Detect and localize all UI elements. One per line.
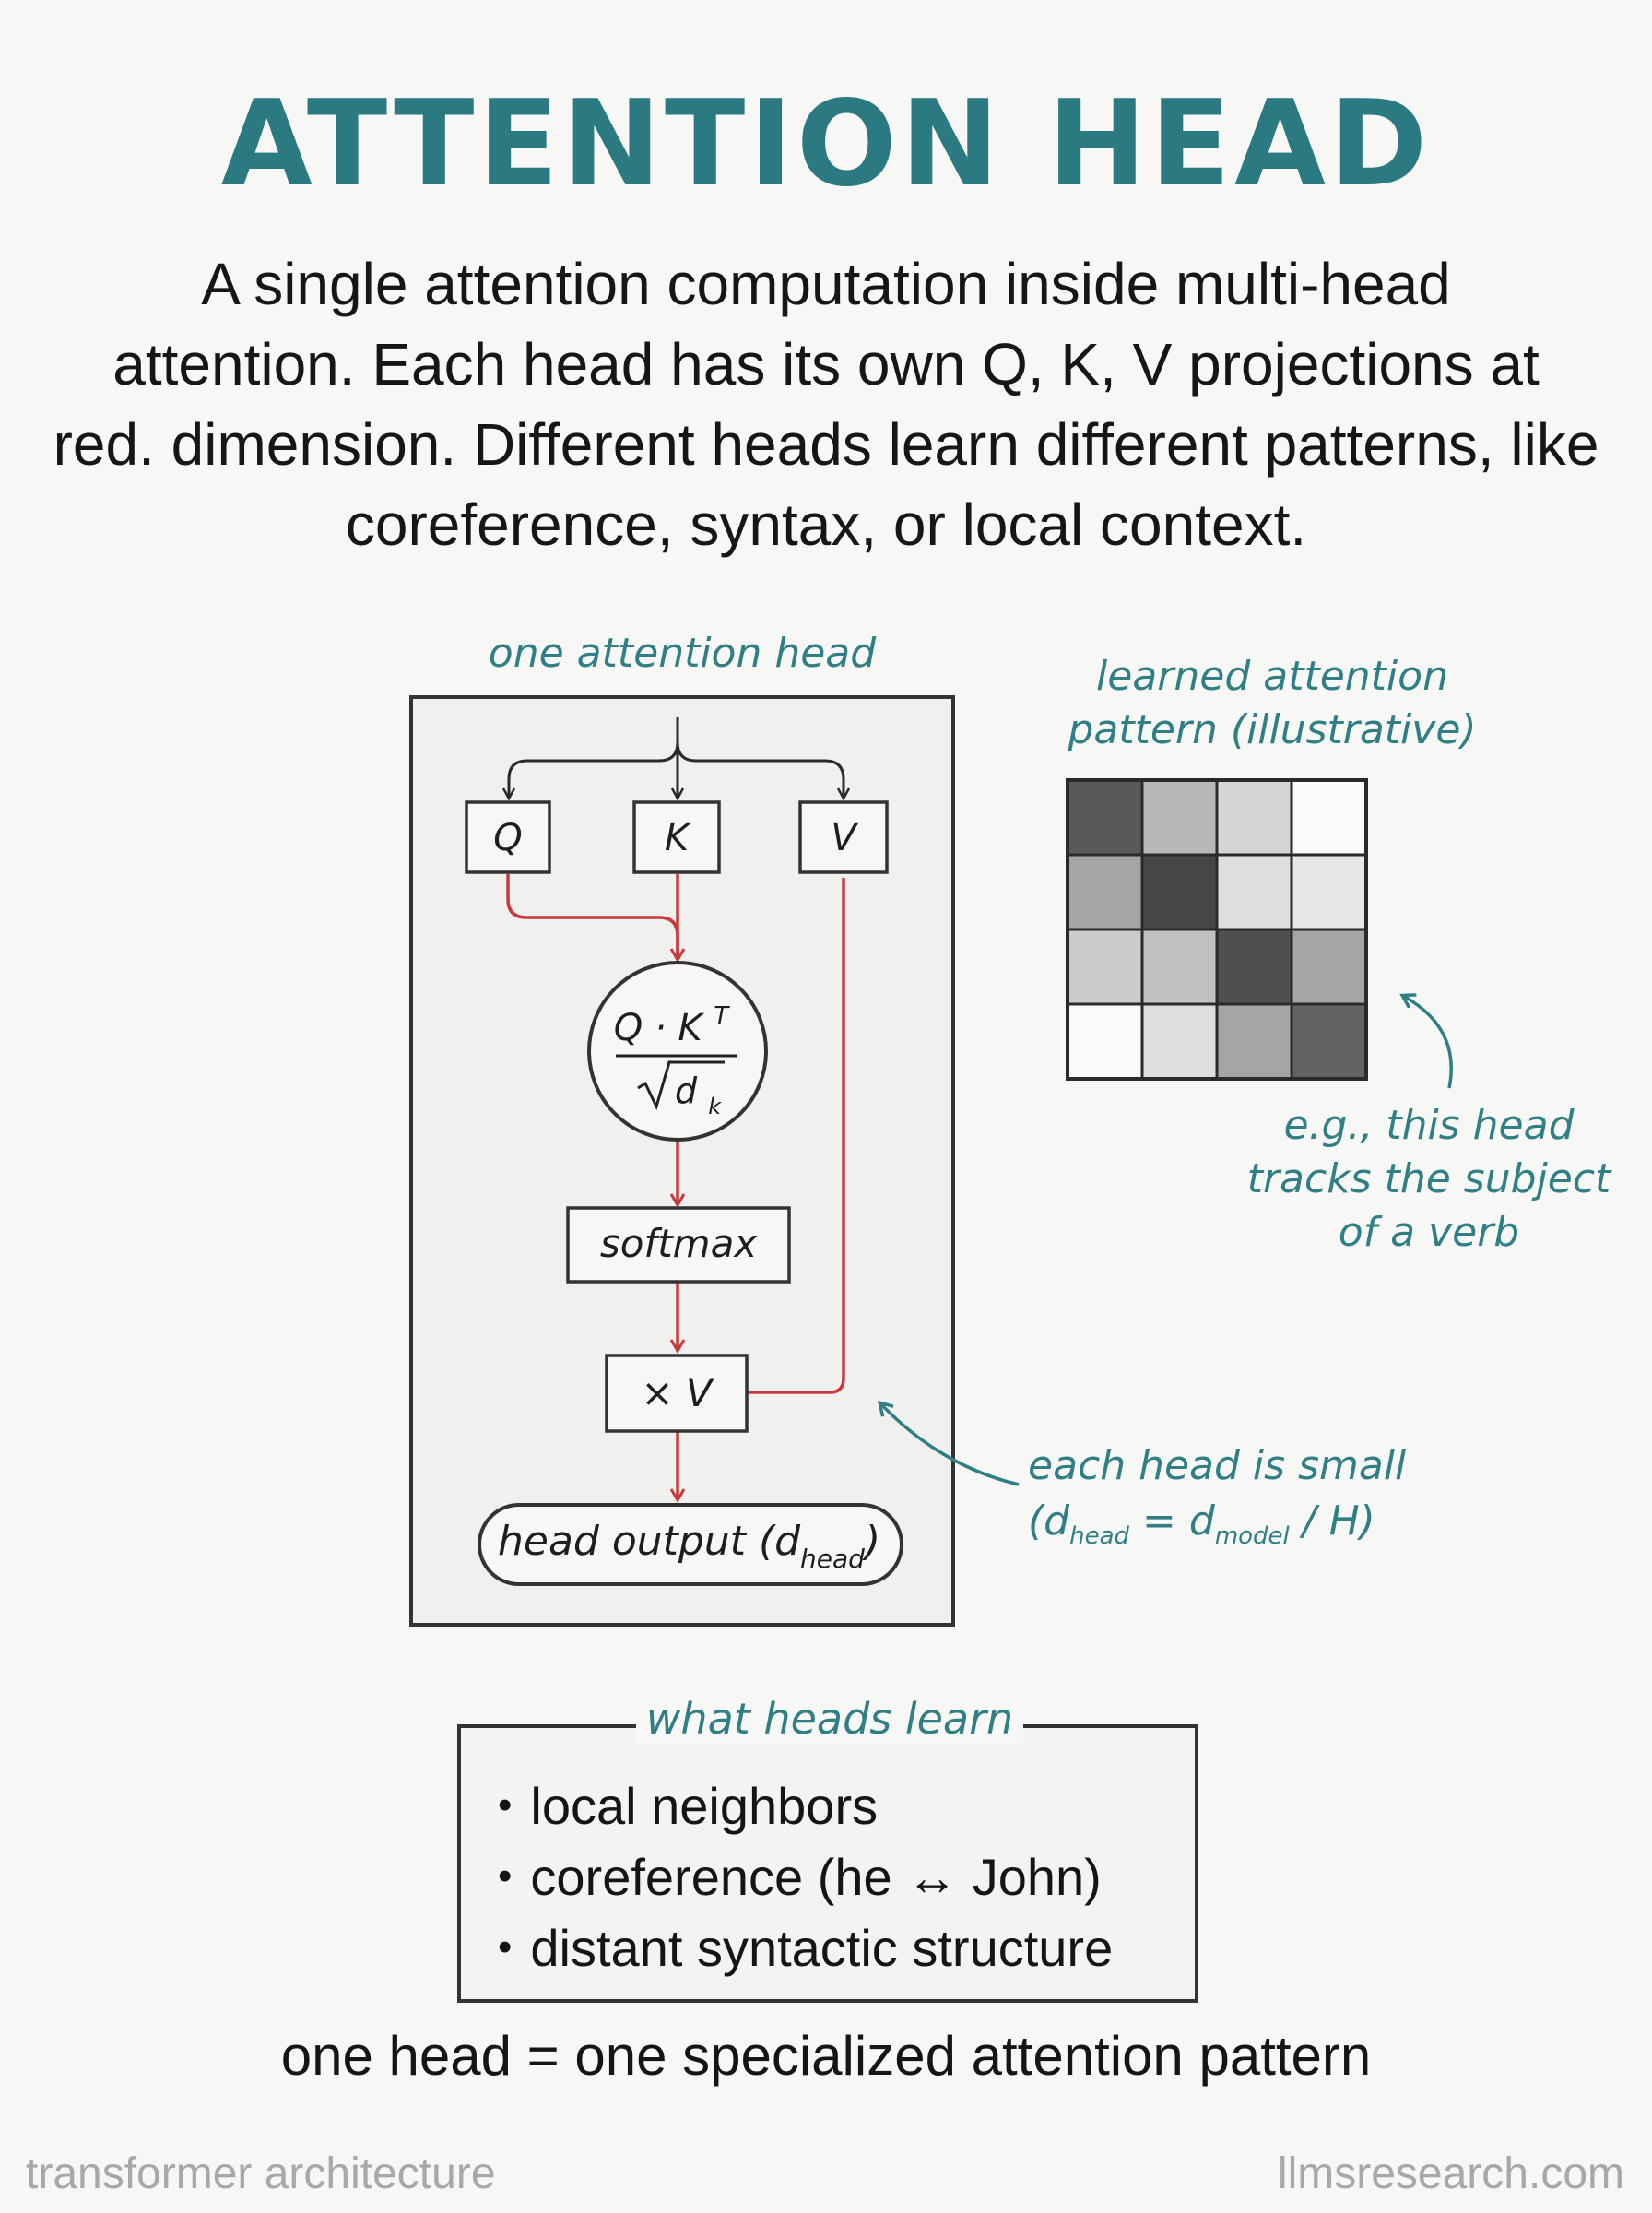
grid-cell-r0-c3: [1290, 778, 1368, 857]
v-box: V: [798, 800, 889, 874]
what-heads-learn-list: local neighbors coreference (he ↔ John) …: [498, 1770, 1113, 1983]
times-v-box: × V: [605, 1354, 749, 1433]
q-label: Q: [493, 817, 522, 859]
softmax-box: softmax: [566, 1206, 791, 1284]
grid-cell-r0-c1: [1140, 778, 1219, 857]
intro-line: attention. Each head has its own Q, K, V…: [112, 331, 1540, 397]
grid-border: [1066, 778, 1368, 1081]
list-item: local neighbors: [498, 1770, 1113, 1841]
small-head-line: each head is small: [1028, 1442, 1407, 1489]
tagline: one head = one specialized attention pat…: [280, 2025, 1372, 2087]
softmax-label: softmax: [600, 1221, 758, 1266]
grid-cell-r3-c2: [1215, 1002, 1293, 1081]
grid-cell-r0-c2: [1215, 778, 1293, 857]
flow-arrows: [506, 874, 845, 1499]
svg-text:d k: d k: [675, 1071, 722, 1119]
intro-paragraph: A single attention computation inside mu…: [37, 244, 1615, 565]
score-denominator: d: [675, 1071, 698, 1111]
k-box: K: [632, 800, 721, 874]
grid-cell-r2-c0: [1066, 928, 1144, 1006]
grid-cell-r3-c3: [1290, 1002, 1368, 1081]
pattern-label-line: learned attention: [1096, 653, 1448, 700]
footer-left: transformer architecture: [26, 2149, 496, 2198]
times-v-label: × V: [641, 1370, 715, 1415]
v-label: V: [831, 817, 858, 859]
grid-cell-r1-c0: [1066, 853, 1144, 931]
head-output-close: ): [862, 1518, 880, 1565]
q-box: Q: [465, 800, 551, 874]
grid-callout-arrow: [1403, 996, 1453, 1089]
svg-text:Q · K T: Q · K T: [614, 1002, 731, 1049]
grid-cell-r1-c2: [1215, 853, 1293, 931]
small-head-callout-arrow: [880, 1403, 1020, 1486]
score-numerator: Q · K: [614, 1007, 705, 1049]
small-head-annotation: each head is small (dhead = dmodel / H): [1028, 1438, 1406, 1564]
head-output-sub: head: [800, 1544, 865, 1574]
subject-verb-annotation: e.g., this head tracks the subject of a …: [1217, 1099, 1641, 1260]
annotation-line: e.g., this head: [1283, 1102, 1575, 1149]
k-label: K: [665, 817, 691, 859]
list-item: distant syntactic structure: [498, 1912, 1113, 1983]
grid-cell-r2-c1: [1140, 928, 1219, 1006]
score-denominator-sub: k: [708, 1094, 722, 1119]
intro-line: A single attention computation inside mu…: [201, 251, 1451, 317]
head-box-label: one attention head: [488, 630, 877, 677]
grid-cell-r3-c1: [1140, 1002, 1219, 1081]
pattern-label-line: pattern (illustrative): [1068, 706, 1477, 753]
head-output-pill: head output (dhead): [478, 1503, 903, 1586]
attention-pattern-grid: [1066, 778, 1368, 1081]
annotation-line: of a verb: [1338, 1209, 1520, 1256]
input-split-arrows: [509, 717, 844, 798]
grid-cell-r3-c0: [1066, 1002, 1144, 1081]
footer-right: llmsresearch.com: [1277, 2149, 1624, 2198]
what-heads-learn-title: what heads learn: [636, 1694, 1023, 1744]
grid-cell-r2-c3: [1290, 928, 1368, 1006]
grid-cell-r0-c0: [1066, 778, 1144, 857]
annotation-line: tracks the subject: [1246, 1155, 1611, 1202]
intro-line: coreference, syntax, or local context.: [345, 491, 1307, 558]
score-circle: Q · K T d k: [587, 961, 768, 1142]
grid-cell-r1-c1: [1140, 853, 1219, 931]
grid-cell-r1-c3: [1290, 853, 1368, 931]
pattern-label: learned attention pattern (illustrative): [1005, 650, 1540, 757]
page-title: ATTENTION HEAD: [220, 76, 1432, 213]
small-head-formula: (dhead = dmodel / H): [1028, 1497, 1375, 1550]
svg-text:head output (dhead): head output (dhead): [498, 1518, 880, 1574]
head-output-label: head output (d: [498, 1518, 801, 1565]
grid-cell-r2-c2: [1215, 928, 1293, 1006]
score-numerator-sup: T: [714, 1002, 730, 1030]
intro-line: red. dimension. Different heads learn di…: [53, 411, 1599, 478]
list-item: coreference (he ↔ John): [498, 1841, 1113, 1912]
